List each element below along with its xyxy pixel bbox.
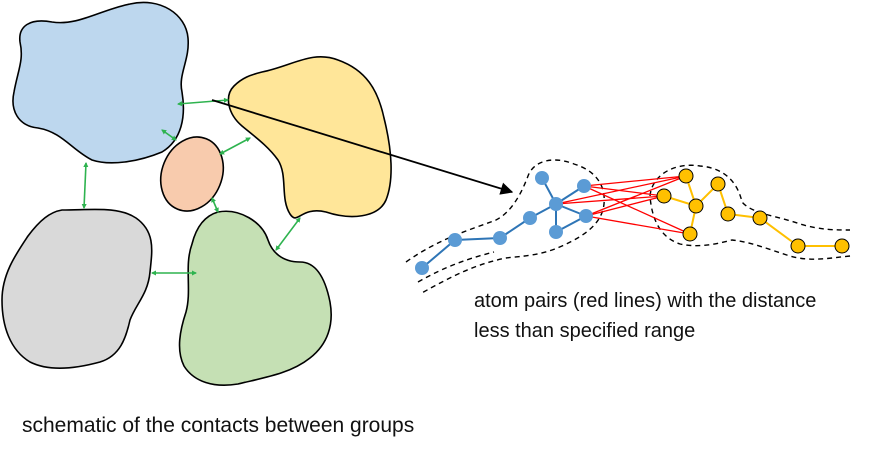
atom [523, 211, 537, 225]
contact-arrow-yellow-green [275, 217, 301, 251]
chain-a-atoms [415, 171, 593, 275]
pair-line [555, 175, 687, 205]
atom [688, 198, 704, 214]
atom [752, 210, 768, 226]
gray-group [1, 208, 153, 369]
atom [710, 176, 726, 192]
pair-line [583, 185, 665, 197]
contact-arrow-orange-yellow [219, 137, 251, 155]
chain-b-dashed-outline [649, 164, 851, 260]
atom [790, 238, 806, 254]
yellow-group [227, 56, 392, 219]
pair-line [585, 175, 687, 217]
orange-group [159, 136, 225, 212]
pair-line [585, 215, 691, 235]
atom [682, 226, 698, 242]
atom [448, 233, 462, 247]
green-group [178, 210, 332, 386]
atom [579, 209, 593, 223]
contact-arrow-blue-yellow [176, 97, 230, 107]
contact-arrow-orange-green [211, 197, 219, 213]
chain-a-dashed-outline-lower [417, 251, 495, 283]
atom [577, 179, 591, 193]
zoom-pointer-arrow [211, 99, 514, 195]
atom [493, 231, 507, 245]
atom-pairs-caption-line1: atom pairs (red lines) with the distance [474, 290, 817, 312]
chain-b-atoms [656, 168, 850, 254]
atom [549, 197, 563, 211]
schematic-caption: schematic of the contacts between groups [22, 414, 415, 437]
atom [656, 188, 672, 204]
blue-group [12, 1, 189, 164]
contact-arrow-blue-orange [161, 129, 177, 141]
atom [720, 206, 736, 222]
atom-pairs-caption: atom pairs (red lines) with the distance… [474, 286, 864, 346]
pair-line [583, 175, 687, 187]
atom [415, 261, 429, 275]
atom [535, 171, 549, 185]
pair-line [555, 195, 665, 205]
atom [834, 238, 850, 254]
pair-line [585, 195, 665, 217]
chain-a-dashed-outline [405, 159, 605, 295]
atom [678, 168, 694, 184]
atom [549, 225, 563, 239]
contact-arrow-blue-gray [81, 161, 89, 210]
atom-pairs-caption-line2: less than specified range [474, 320, 696, 342]
